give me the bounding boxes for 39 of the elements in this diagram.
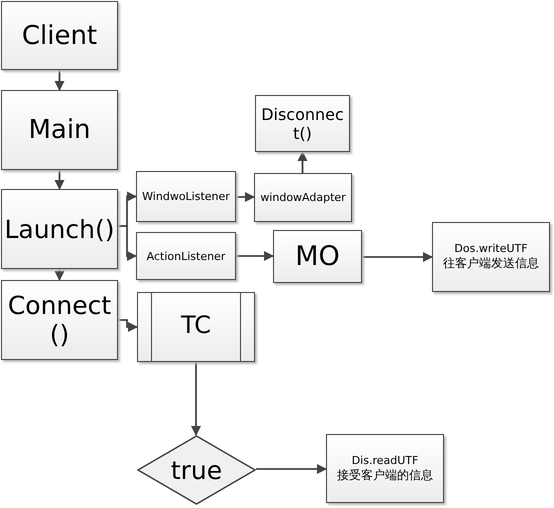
node-label: 往客户端发送信息	[443, 255, 539, 272]
subprocess-box	[137, 292, 255, 362]
arrow	[256, 464, 327, 474]
node-label: MO	[295, 241, 340, 272]
node-label: windowAdapter	[260, 191, 346, 204]
process-box	[1, 280, 118, 360]
arrow	[54, 170, 64, 190]
process-box	[136, 171, 236, 222]
arrow	[118, 225, 137, 261]
process-box	[136, 232, 236, 280]
arrow	[362, 252, 433, 262]
arrow	[236, 192, 255, 202]
arrow	[236, 251, 274, 261]
process-box	[254, 173, 352, 222]
node-label: Dos.writeUTF	[454, 242, 528, 255]
process-box	[1, 90, 118, 170]
process-box	[1, 189, 118, 269]
node-label: Client	[22, 20, 98, 50]
node-label: Connect()	[6, 291, 112, 349]
process-box	[326, 434, 444, 503]
arrow	[191, 362, 201, 436]
arrow	[54, 269, 64, 281]
process-box	[1, 1, 118, 70]
node-label: 接受客户端的信息	[337, 466, 433, 484]
arrow	[54, 70, 64, 91]
node-label: ActionListener	[146, 250, 226, 262]
decision-diamond	[137, 435, 256, 505]
node-label: Disconnect()	[260, 104, 345, 142]
node-label: WindwoListener	[142, 190, 230, 203]
arrow	[118, 319, 138, 332]
process-box	[432, 222, 550, 292]
node-label: Dis.readUTF	[352, 454, 418, 466]
node-label: TC	[180, 311, 211, 339]
node-label: true	[170, 456, 222, 484]
process-box	[273, 230, 362, 283]
process-box	[255, 95, 350, 152]
node-label: Launch()	[4, 214, 115, 244]
node-label: Main	[28, 115, 91, 145]
arrow	[298, 151, 308, 173]
